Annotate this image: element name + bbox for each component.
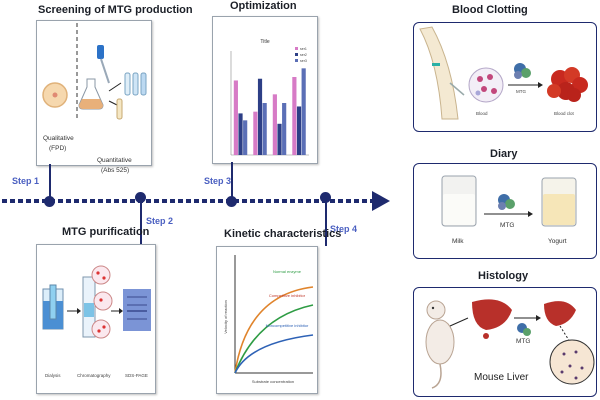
diary-mtg-label: MTG: [500, 222, 515, 229]
optimization-panel: Title ser1 ser2 ser3: [212, 16, 318, 164]
test-tubes-icon: [116, 72, 147, 120]
blood-clotting-panel: Blood MTG Blood clot: [413, 22, 597, 132]
bar-ser1-3: [272, 94, 277, 155]
sds-page-gel-icon: [123, 289, 151, 331]
optimization-bar-chart: Title ser1 ser2 ser3: [230, 39, 309, 156]
qualitative-label: Qualitative: [43, 135, 74, 142]
step4-connector: [325, 200, 327, 246]
mouse-icon: [425, 300, 455, 389]
mtg-protein-icon: [514, 63, 531, 79]
bar-ser3-3: [282, 103, 287, 155]
sds-page-label: SDS-PAGE: [125, 373, 148, 378]
chromatography-label: Chromatography: [77, 373, 111, 378]
blood-clotting-illustration: [419, 26, 588, 120]
dialysis-label: Dialysis: [45, 373, 61, 378]
purification-title: MTG purification: [62, 226, 150, 238]
diary-title: Diary: [490, 148, 518, 160]
kinetics-plot: Normal enzyme Competitive inhibitor Nonc…: [223, 255, 314, 384]
normal-enzyme-label: Normal enzyme: [273, 269, 302, 274]
pipette-icon: [97, 45, 110, 84]
step1-connector: [49, 164, 51, 202]
bar-ser2-2: [257, 78, 263, 155]
noncompetitive-inhibitor-label: Noncompetitive inhibitor: [266, 323, 309, 328]
dialysis-beaker-icon: [42, 284, 64, 330]
kinetics-x-label: Substrate concentration: [252, 379, 294, 384]
blood-mtg-label: MTG: [516, 89, 526, 94]
blood-clotting-title: Blood Clotting: [452, 4, 528, 16]
legend-swatch-ser3: [295, 59, 298, 62]
screening-title: Screening of MTG production: [38, 4, 193, 16]
bar-ser1-4: [292, 77, 297, 155]
step1-label: Step 1: [12, 176, 40, 186]
step2-connector: [140, 200, 142, 246]
step4-label: Step 4: [330, 224, 358, 234]
blood-sample-icon: [468, 67, 504, 103]
histology-illustration: [425, 299, 595, 389]
mtg-protein-icon: [498, 194, 515, 210]
yogurt-beaker-icon: [541, 177, 577, 227]
milk-beaker-icon: [441, 175, 477, 227]
bar-ser3-1: [243, 120, 248, 155]
milk-label: Milk: [452, 238, 464, 245]
bar-ser2-1: [238, 113, 243, 155]
step1-node: [44, 196, 55, 207]
step3-connector: [231, 162, 233, 202]
step4-node: [320, 192, 331, 203]
kinetics-panel: Normal enzyme Competitive inhibitor Nonc…: [216, 246, 318, 394]
legend-swatch-ser1: [295, 47, 298, 50]
kinetics-title: Kinetic characteristics: [224, 228, 342, 240]
competitive-inhibitor-label: Competitive inhibitor: [269, 293, 306, 298]
histology-panel: MTG Mouse Liver: [413, 287, 597, 397]
legend-label-ser3: ser3: [300, 59, 307, 63]
tissue-section-icon: [549, 339, 595, 385]
bar-ser2-4: [296, 106, 302, 155]
screening-illustration: [42, 23, 147, 121]
quantitative-label: Quantitative: [97, 157, 132, 164]
diary-illustration: [441, 175, 577, 227]
histology-title: Histology: [478, 270, 529, 282]
noncompetitive-inhibitor-curve: [234, 334, 314, 374]
blood-clot-label: Blood clot: [554, 111, 574, 116]
bar-ser3-4: [301, 68, 306, 155]
legend-label-ser2: ser2: [300, 53, 307, 57]
purification-illustration: [42, 265, 151, 339]
legend-label-ser1: ser1: [300, 47, 307, 51]
step2-label: Step 2: [146, 216, 174, 226]
competitive-inhibitor-curve: [234, 304, 314, 374]
liver-small-icon: [544, 301, 576, 326]
optimization-title: Optimization: [230, 0, 297, 12]
screening-panel: Qualitative (FPD) Quantitative (Abs 525): [36, 20, 152, 174]
chart-title: Title: [260, 39, 269, 45]
yogurt-label: Yogurt: [548, 238, 567, 245]
legend-swatch-ser2: [295, 53, 298, 56]
histology-mtg-label: MTG: [516, 338, 531, 345]
chromatography-column-icon: [82, 265, 113, 339]
step2-node: [135, 192, 146, 203]
step3-label: Step 3: [204, 176, 232, 186]
kinetics-y-label: Velocity of reaction: [223, 300, 228, 334]
arm-icon: [419, 26, 459, 120]
bar-ser1-1: [233, 80, 238, 155]
purification-panel: Dialysis Chromatography SDS-PAGE: [36, 244, 156, 394]
blood-label: Blood: [476, 111, 488, 116]
diary-panel: Milk MTG Yogurt: [413, 163, 597, 259]
bar-ser2-3: [277, 123, 282, 155]
mouse-liver-label: Mouse Liver: [474, 372, 529, 383]
timeline-arrow: [2, 191, 390, 211]
quantitative-sub: (Abs 525): [101, 167, 130, 174]
bar-ser3-2: [262, 103, 267, 155]
blood-clot-icon: [547, 67, 588, 102]
qualitative-sub: (FPD): [49, 145, 67, 152]
liver-icon: [472, 299, 512, 330]
bar-ser1-2: [253, 111, 258, 155]
flask-icon: [78, 78, 104, 110]
normal-enzyme-curve: [234, 286, 314, 374]
mtg-protein-icon: [517, 323, 531, 336]
step3-node: [226, 196, 237, 207]
